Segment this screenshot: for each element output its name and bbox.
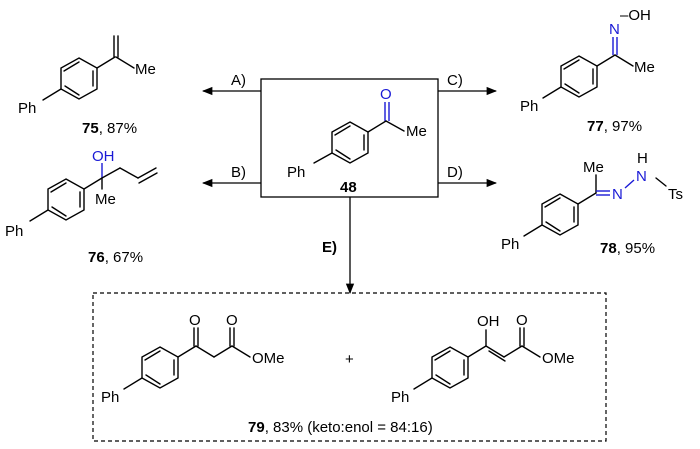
enol-hydroxyl: OH [477,313,500,330]
route-c-label: C) [447,72,463,89]
keto-phenyl: Ph [101,389,119,406]
enol-phenyl: Ph [391,389,409,406]
p78-caption: 78, 95% [600,240,655,257]
p78-hydrogen: H [637,150,648,167]
compound-78-structure [523,174,667,237]
p79-caption: 79, 83% (keto:enol = 84:16) [248,419,433,436]
compound-76-structure [29,163,158,222]
product-79-box [92,292,607,442]
route-d-label: D) [447,164,463,181]
compound-79-keto-structure [123,327,251,390]
p77-nitrogen: N [609,21,620,38]
p75-phenyl: Ph [18,100,36,117]
compound-79-enol-structure [413,327,541,390]
keto-oxygen-2: O [226,312,238,329]
compound-77-structure [542,37,634,99]
p78-tosyl: Ts [668,186,683,203]
route-b-label: B) [231,164,246,181]
p76-hydroxyl: OH [92,148,115,165]
plus-sign: + [345,351,354,368]
route-e-label: E) [322,239,337,256]
p77-hydroxyl: –OH [620,7,651,24]
p77-caption: 77, 97% [587,118,642,135]
p75-caption: 75, 87% [82,120,137,137]
p78-nh-nitrogen: N [636,168,647,185]
enol-methoxy: OMe [542,350,575,367]
p78-methyl: Me [583,159,604,176]
p75-methyl: Me [135,61,156,78]
route-a-label: A) [231,72,246,89]
enol-oxygen-2: O [516,312,528,329]
p76-methyl: Me [95,191,116,208]
center-phenyl: Ph [287,164,305,181]
p78-phenyl: Ph [501,236,519,253]
p77-phenyl: Ph [520,98,538,115]
compound-75-structure [42,35,135,101]
compound-48-label: 48 [340,179,357,196]
p77-methyl: Me [634,59,655,76]
center-oxygen: O [380,86,392,103]
keto-methoxy: OMe [252,350,285,367]
p78-nitrogen: N [612,186,623,203]
compound-48-structure [313,102,405,164]
keto-oxygen-1: O [189,312,201,329]
p76-phenyl: Ph [5,223,23,240]
p76-caption: 76, 67% [88,249,143,266]
center-methyl: Me [406,123,427,140]
